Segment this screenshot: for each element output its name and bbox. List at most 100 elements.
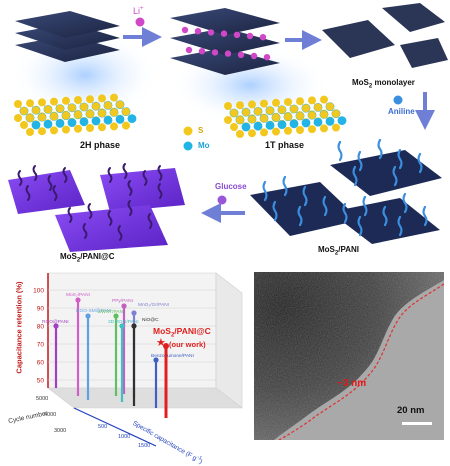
sulfur-legend-icon — [183, 126, 193, 136]
s-atom — [14, 100, 22, 108]
li-ion — [263, 54, 271, 61]
li-ion — [181, 26, 189, 34]
s-atom — [308, 125, 316, 134]
li-ion — [198, 48, 206, 55]
mo-atom — [79, 117, 89, 127]
molybdenum-legend-icon — [183, 141, 193, 151]
s-atom — [308, 96, 316, 105]
mos2-pani-sheets — [250, 150, 442, 244]
chart-ylabel: Capacitance retention (%) — [14, 281, 24, 374]
mo-atom — [241, 122, 251, 132]
chart-point-label: MnO₂/Gr/PANI — [138, 302, 169, 308]
s-atom — [26, 128, 34, 136]
chart-point-label: RGO@PANI — [42, 319, 69, 325]
s-atom — [272, 113, 280, 122]
s-atom — [38, 98, 46, 107]
s-atom — [86, 110, 94, 118]
s-atom — [56, 104, 64, 113]
s-atom — [320, 124, 328, 133]
pani-chain — [322, 195, 328, 217]
pani-chain — [262, 180, 268, 202]
chart-z-axis — [73, 407, 157, 447]
monolayer-sheets — [322, 3, 448, 68]
y-tick-label: 70 — [37, 342, 45, 349]
s-atom — [260, 128, 268, 137]
chart-point — [75, 297, 81, 303]
s-atom — [308, 111, 316, 120]
x-tick-label: 4000 — [44, 412, 56, 418]
s-atom — [74, 124, 82, 133]
li-ion — [220, 30, 228, 37]
tem-scale-label: 20 nm — [397, 405, 425, 416]
li-ion — [211, 49, 219, 56]
y-tick-label: 50 — [37, 378, 45, 385]
mo-atom — [115, 115, 125, 124]
chain — [87, 203, 93, 219]
pani-chain — [297, 205, 303, 227]
mos2-pani-c-sheets — [8, 168, 185, 252]
s-atom — [272, 127, 280, 136]
s-atom — [332, 123, 340, 132]
carbon-coated-chains — [17, 163, 163, 241]
pani-chain — [417, 152, 423, 174]
s-atom — [224, 116, 232, 124]
s-atom — [62, 125, 70, 134]
chart-point — [131, 323, 137, 329]
y-tick-label: 60 — [37, 360, 45, 367]
y-tick-label: 90 — [37, 306, 45, 313]
s-atom — [224, 102, 232, 110]
s-atom — [98, 94, 106, 103]
pani-chain — [302, 185, 308, 207]
s-atom — [260, 114, 268, 123]
li-ion — [207, 29, 215, 36]
s-atom — [44, 105, 52, 114]
s-atom — [98, 109, 106, 118]
chart-point — [153, 357, 159, 363]
stacked-sheets — [15, 11, 120, 62]
x-tick-label: 5000 — [36, 396, 48, 402]
s-atom — [230, 109, 238, 117]
li-label: Li+ — [133, 6, 144, 16]
highlight-label: MoS2/PANI@C — [153, 326, 211, 339]
chain — [117, 225, 123, 241]
chart-point-label: SWNT/PANI — [98, 309, 124, 315]
highlight-point — [163, 343, 169, 349]
mo-atom — [55, 119, 65, 128]
s-atom — [296, 97, 304, 106]
s-atom — [86, 95, 94, 104]
mo-atom — [253, 121, 263, 131]
s-atom — [20, 107, 28, 115]
chain — [147, 213, 153, 229]
li-ion — [259, 34, 267, 41]
s-atom — [302, 104, 310, 113]
x-tick-label: 3000 — [54, 428, 66, 434]
pani-chain — [282, 175, 288, 197]
s-atom — [284, 98, 292, 106]
s-atom — [50, 112, 58, 121]
chain — [82, 223, 88, 239]
chain — [157, 165, 163, 181]
li-ion — [246, 32, 254, 40]
mo-legend-label: Mo — [198, 141, 210, 150]
li-ion — [194, 28, 202, 35]
mo-atom — [91, 116, 101, 126]
scale-bar — [402, 422, 432, 425]
s-atom — [110, 93, 118, 102]
mo-atom — [67, 118, 77, 127]
y-tick-label: 100 — [33, 288, 44, 295]
mo-atom — [43, 119, 53, 129]
highlight-note: (our work) — [169, 340, 206, 349]
mo-atom — [325, 117, 335, 126]
pani-chain — [422, 205, 428, 227]
pani-chain — [377, 138, 383, 160]
glucose-label: Glucose — [215, 182, 247, 191]
s-atom — [284, 126, 292, 135]
li-ion — [224, 50, 232, 57]
pani-chain — [397, 148, 403, 170]
z-tick-label: 1000 — [118, 434, 130, 440]
s-legend-label: S — [198, 126, 204, 135]
chain — [25, 185, 31, 201]
s-atom — [92, 102, 100, 111]
